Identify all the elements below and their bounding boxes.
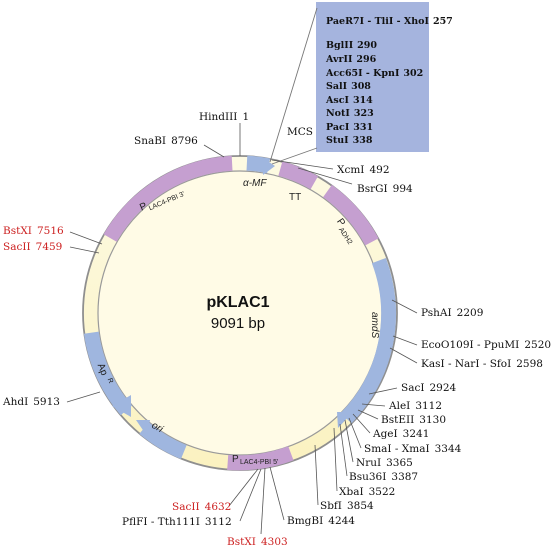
mcs-label: MCS xyxy=(287,126,313,138)
feature-tt xyxy=(278,161,319,190)
svg-text:P: P xyxy=(232,454,239,465)
feature-amds xyxy=(340,257,397,424)
apr-arrowhead xyxy=(112,395,131,417)
mcs-box xyxy=(316,2,429,152)
plasmid-size: 9091 bp xyxy=(211,315,265,332)
feature-arrowheads xyxy=(112,158,353,436)
svg-text:LAC4-PBI 5': LAC4-PBI 5' xyxy=(240,459,278,466)
feature-padh2 xyxy=(322,184,379,246)
feature-label-amds: amdS xyxy=(369,312,380,338)
plasmid-name: pKLAC1 xyxy=(206,294,269,311)
feature-label-plac-bottom: P LAC4-PBI 5' xyxy=(232,454,278,466)
feature-arcs xyxy=(83,155,397,471)
feature-plac-bottom xyxy=(227,446,294,471)
feature-label-apr: Ap R xyxy=(95,362,114,385)
svg-text:Ap: Ap xyxy=(95,362,110,378)
feature-label-alpha-mf: α-MF xyxy=(243,178,267,189)
feature-plac-top xyxy=(103,155,233,242)
alpha-mf-arrowhead xyxy=(263,158,275,175)
ori-arrowhead xyxy=(136,420,150,436)
site-leader-lines xyxy=(66,123,418,535)
mcs-pointer xyxy=(269,7,318,165)
svg-text:P: P xyxy=(138,201,149,214)
feature-label-tt: TT xyxy=(289,192,301,203)
svg-text:R: R xyxy=(106,377,114,384)
svg-text:P: P xyxy=(334,217,347,229)
